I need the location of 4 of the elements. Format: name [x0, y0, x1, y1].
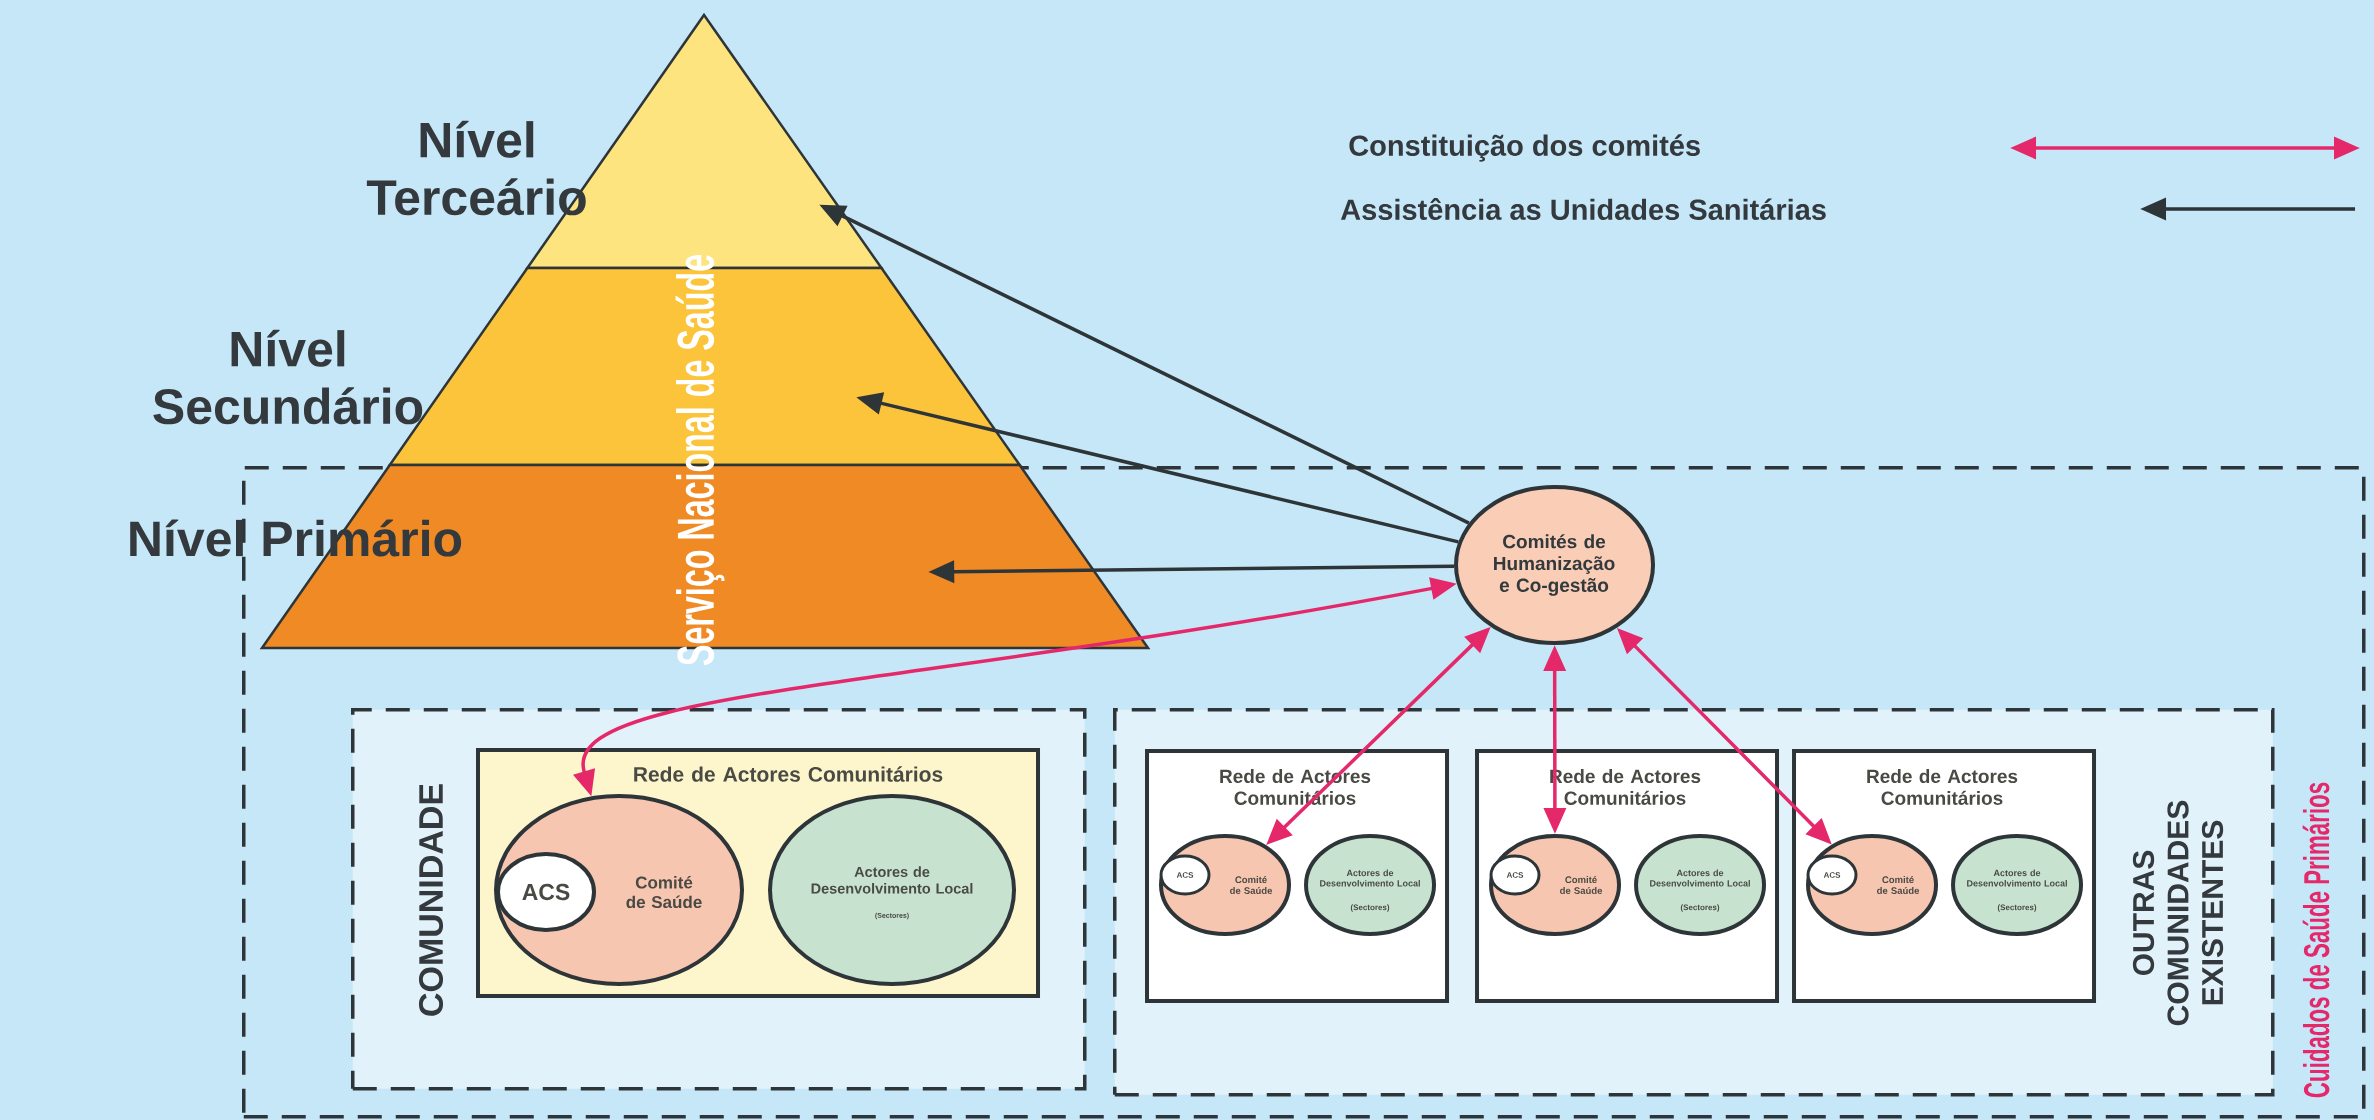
node-label: Nível Secundário — [153, 329, 423, 425]
legend-label: Assistência as Unidades Sanitárias — [1340, 198, 1826, 220]
node-label: Nível — [420, 120, 534, 158]
legend-label: Constituição dos comités — [1349, 134, 1700, 162]
